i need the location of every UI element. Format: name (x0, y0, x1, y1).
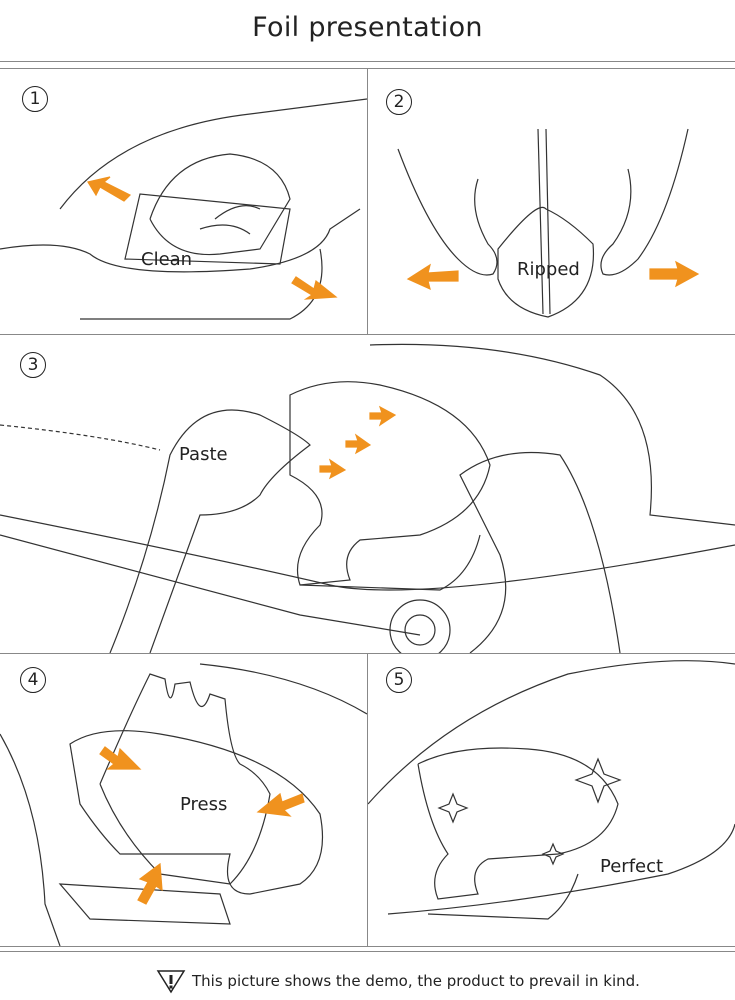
divider (0, 946, 735, 947)
step-number: 5 (386, 667, 412, 693)
step-label: Perfect (600, 856, 664, 877)
sparkle-icon (541, 842, 565, 866)
ripped-illustration (397, 128, 700, 318)
arrow-icon (319, 458, 347, 480)
arrow-icon (137, 862, 163, 905)
divider (0, 951, 735, 952)
footer-note: This picture shows the demo, the product… (156, 968, 640, 994)
divider (0, 61, 735, 62)
paste-illustration (0, 343, 735, 653)
warning-triangle-icon (156, 970, 186, 994)
divider (367, 653, 368, 946)
step-4-panel: 4 Press (0, 654, 367, 946)
arrow-icon (99, 746, 142, 770)
arrow-icon (87, 176, 132, 202)
step-number: 4 (20, 667, 46, 693)
footer-text: This picture shows the demo, the product… (192, 972, 640, 990)
step-label: Paste (179, 444, 228, 465)
divider (367, 68, 368, 334)
step-5-panel: 5 Perfect (368, 654, 735, 946)
step-3-panel: 3 Paste (0, 335, 735, 653)
step-number: 3 (20, 352, 46, 378)
arrow-icon (406, 263, 459, 291)
arrow-icon (291, 276, 338, 300)
step-label: Press (180, 794, 228, 815)
divider (0, 334, 735, 335)
press-illustration (0, 663, 367, 946)
clean-illustration (0, 98, 367, 320)
step-number: 1 (22, 86, 48, 112)
perfect-illustration (368, 660, 735, 920)
sparkle-icon (437, 792, 469, 824)
step-number: 2 (386, 89, 412, 115)
step-2-panel: 2 Ripped (368, 69, 735, 334)
arrow-icon (256, 792, 305, 817)
arrow-icon (369, 405, 397, 427)
step-label: Ripped (517, 259, 580, 280)
sparkle-icon (574, 757, 622, 804)
step-label: Clean (141, 249, 193, 270)
arrow-icon (345, 433, 372, 455)
arrow-icon (649, 260, 700, 288)
page-title: Foil presentation (252, 12, 483, 43)
step-1-panel: 1 Clean (0, 69, 367, 334)
